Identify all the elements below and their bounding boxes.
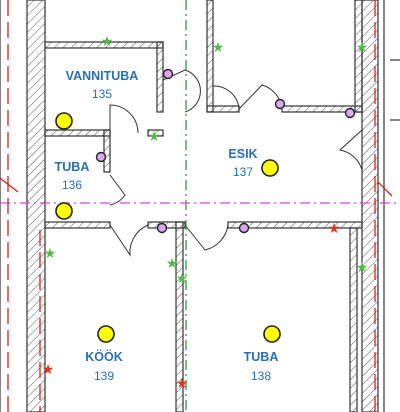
wall-right-outer: [361, 0, 379, 412]
wall-upper-right-stub: [354, 0, 363, 113]
wall-sockets: [95, 68, 356, 234]
light-icon: [263, 325, 281, 343]
wall-vannituba-bottom-left: [44, 129, 111, 137]
socket-icon: [344, 107, 356, 119]
star-green-icon: ★: [356, 39, 369, 55]
wall-kook-right: [175, 221, 184, 412]
socket-icon: [274, 98, 286, 110]
room-number-esik: 137: [233, 165, 253, 179]
room-name-tuba-136: TUBA: [55, 160, 90, 174]
markers: ★ ★ ★ ★ ★ ★ ★ ★ ★ ★ ★: [42, 33, 369, 391]
wall-esik-top: [206, 105, 240, 113]
room-labels: VANNITUBA 135 TUBA 136 ESIK 137 KÖÖK 139…: [55, 69, 279, 383]
wall-left-outer: [26, 0, 46, 412]
room-number-vannituba: 135: [92, 87, 112, 101]
door-tuba136: [109, 174, 126, 206]
star-green-icon: ★: [101, 33, 114, 49]
star-green-icon: ★: [356, 259, 369, 275]
socket-icon: [162, 68, 174, 80]
axis-red-diagonal-right: [377, 181, 393, 197]
star-red-icon: ★: [176, 375, 189, 391]
room-number-tuba-138: 138: [251, 369, 271, 383]
door-tuba138: [184, 224, 229, 251]
ceiling-lights: [55, 112, 281, 343]
light-icon: [55, 202, 73, 220]
room-name-esik: ESIK: [228, 147, 257, 161]
wall-vannituba-right: [156, 41, 164, 113]
room-name-kook: KÖÖK: [85, 349, 123, 364]
room-number-tuba-136: 136: [62, 178, 82, 192]
doors: [109, 69, 363, 257]
star-red-icon: ★: [328, 220, 341, 236]
door-esik-left: [162, 69, 201, 113]
wall-vannituba-bottom-right: [147, 129, 164, 137]
wall-tuba136-bottom: [44, 221, 111, 229]
star-green-icon: ★: [148, 128, 161, 144]
door-vannituba: [109, 104, 139, 134]
room-name-vannituba: VANNITUBA: [66, 69, 139, 83]
axis-red-diagonal-left: [0, 177, 19, 193]
light-icon: [97, 325, 115, 343]
star-red-icon: ★: [42, 361, 55, 377]
wall-tuba136-right: [103, 129, 111, 173]
star-green-icon: ★: [212, 39, 225, 55]
wall-lower-right-inner: [349, 227, 358, 412]
star-green-icon: ★: [166, 255, 179, 271]
socket-icon: [156, 222, 168, 234]
star-green-icon: ★: [44, 245, 57, 261]
room-number-kook: 139: [94, 369, 114, 383]
door-right-passage: [338, 129, 363, 171]
light-icon: [55, 112, 73, 130]
light-icon: [261, 159, 279, 177]
room-name-tuba-138: TUBA: [244, 350, 279, 364]
socket-icon: [95, 151, 107, 163]
walls: [26, 0, 379, 412]
door-esik-right-a: [212, 85, 240, 110]
socket-icon: [238, 222, 250, 234]
door-kook: [109, 224, 149, 257]
star-green-icon: ★: [176, 270, 189, 286]
wall-upper-mid: [206, 0, 214, 113]
